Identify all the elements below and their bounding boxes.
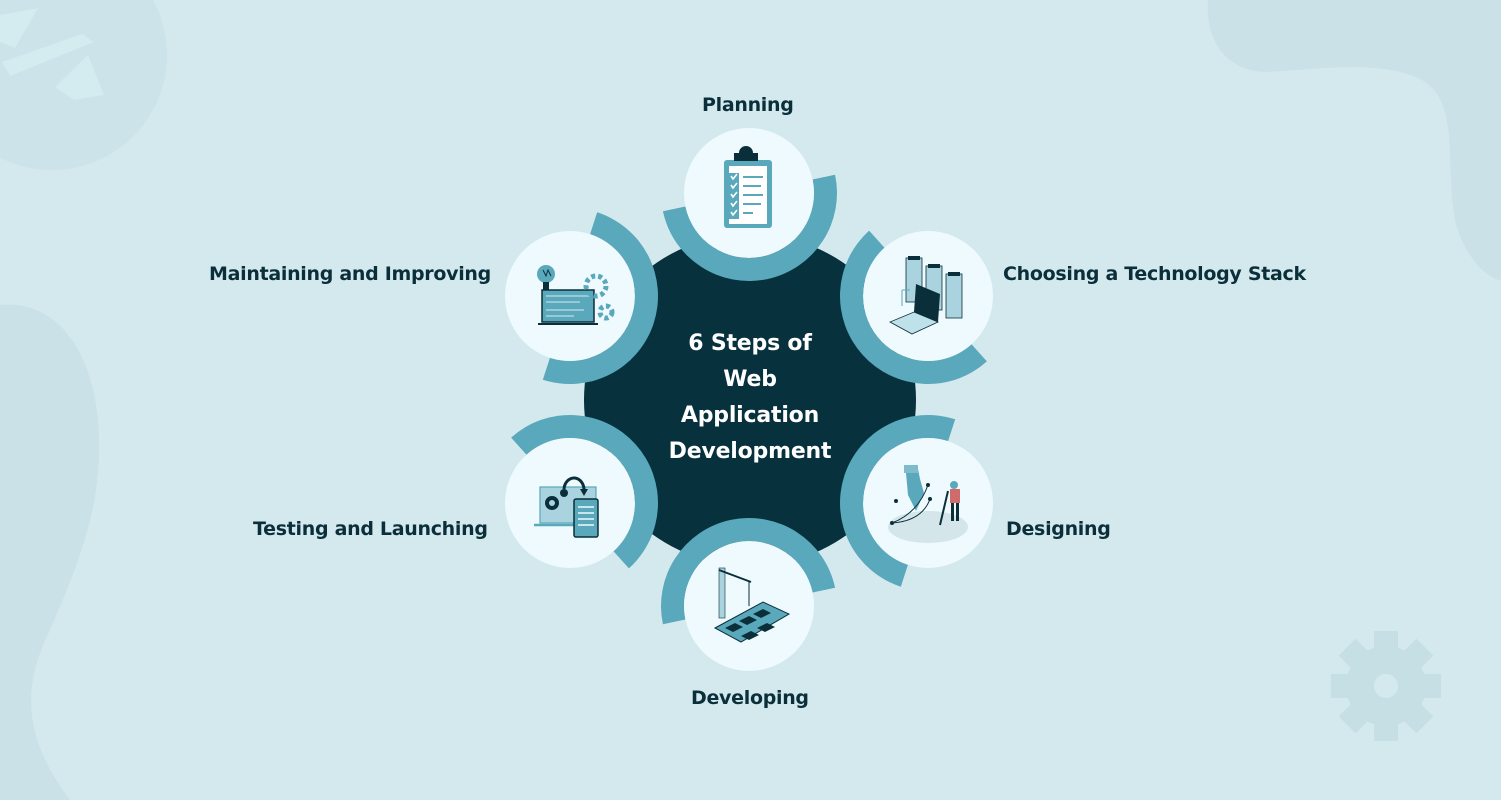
ring-arc bbox=[511, 415, 658, 569]
center-disc bbox=[584, 234, 916, 566]
lightbulb-laptop-gears-icon bbox=[537, 265, 615, 325]
clipboard-checklist-icon bbox=[724, 146, 772, 228]
laptop-phone-gears-icon bbox=[534, 476, 599, 538]
left-wave-blob bbox=[0, 304, 100, 800]
pen-tool-designer-icon bbox=[888, 465, 968, 543]
gear-icon bbox=[1331, 631, 1441, 741]
title-line-2: Web bbox=[723, 367, 777, 392]
code-tag-icon bbox=[0, 8, 104, 100]
step-node-testing-launching bbox=[505, 415, 658, 569]
step-node-planning bbox=[662, 128, 837, 281]
step-node-designing bbox=[840, 415, 993, 587]
step-label-technology-stack: Choosing a Technology Stack bbox=[1003, 263, 1306, 285]
title-line-4: Development bbox=[668, 439, 832, 464]
ring-arc bbox=[840, 230, 987, 384]
step-label-maintaining-improving: Maintaining and Improving bbox=[209, 263, 491, 285]
step-label-designing: Designing bbox=[1006, 518, 1111, 540]
ring-arc bbox=[840, 415, 956, 587]
ring-arc bbox=[662, 174, 837, 281]
step-node-technology-stack bbox=[840, 230, 993, 384]
step-node-maintaining-improving bbox=[505, 212, 658, 384]
ring-arc bbox=[661, 518, 836, 625]
top-right-blob bbox=[1207, 0, 1501, 280]
title-line-1: 6 Steps of bbox=[688, 331, 812, 356]
step-label-developing: Developing bbox=[691, 687, 809, 709]
step-label-testing-launching: Testing and Launching bbox=[253, 518, 488, 540]
step-label-planning: Planning bbox=[702, 94, 794, 116]
step-node-developing bbox=[661, 518, 836, 671]
ring-arc bbox=[542, 212, 658, 384]
servers-laptop-icon bbox=[889, 256, 963, 335]
crane-building-app-icon bbox=[713, 567, 791, 643]
diagram-title: 6 Steps of Web Application Development bbox=[600, 326, 900, 470]
title-line-3: Application bbox=[680, 403, 820, 428]
